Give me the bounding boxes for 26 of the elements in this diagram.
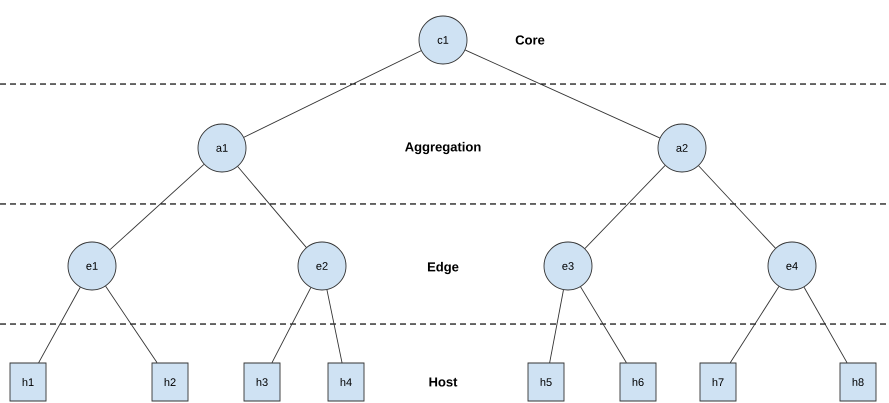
connector-line [38, 286, 81, 363]
host-box: h5 [528, 362, 564, 402]
layer-label: Core [516, 35, 544, 45]
connector-line [580, 286, 627, 363]
connector-line [584, 165, 666, 249]
host-box: h6 [620, 362, 656, 402]
host-box: h3 [244, 362, 280, 402]
connector-line [110, 164, 204, 250]
connector-line [549, 290, 564, 363]
connector-line [730, 286, 780, 363]
layer-label: Host [429, 377, 458, 387]
connector-line [464, 50, 660, 138]
connector-line [105, 286, 158, 363]
connector-line [698, 165, 776, 249]
connector-line [326, 289, 342, 363]
host-box: h8 [840, 362, 876, 402]
layer-label: Edge [428, 262, 458, 274]
host-box: h2 [152, 362, 188, 402]
host-box: h4 [328, 362, 364, 402]
layer-label: Aggregation [405, 142, 480, 154]
host-box: h7 [700, 362, 736, 402]
connector-line [244, 50, 422, 138]
connector-line [804, 286, 848, 363]
connector-line [237, 166, 307, 248]
host-box: h1 [10, 362, 46, 402]
connector-line [272, 287, 312, 363]
